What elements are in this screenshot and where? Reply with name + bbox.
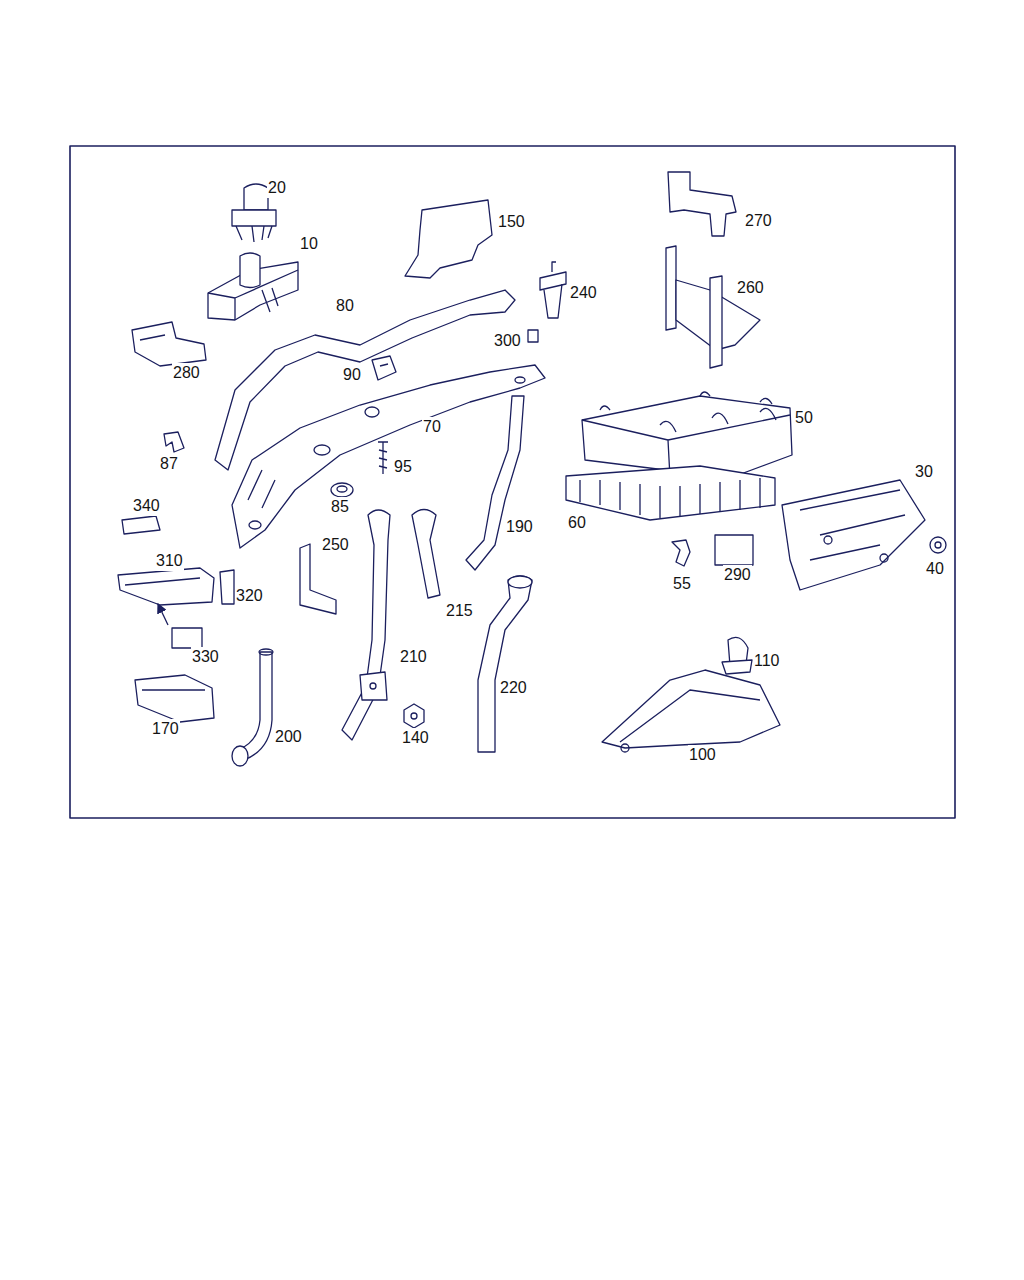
callout-number: 330 (191, 647, 220, 667)
callout-number: 85 (330, 497, 350, 517)
callout-number: 320 (235, 586, 264, 606)
screw (378, 442, 388, 474)
bracket (118, 568, 214, 605)
callout-number: 87 (159, 454, 179, 474)
callout-number: 215 (445, 601, 474, 621)
callout-number: 70 (422, 417, 442, 437)
callout-number: 200 (274, 727, 303, 747)
callout-number: 280 (172, 363, 201, 383)
callout-number: 290 (723, 565, 752, 585)
clip-nut (372, 356, 396, 380)
arrow (158, 604, 168, 625)
callout-number: 310 (155, 551, 184, 571)
callout-number: 55 (672, 574, 692, 594)
housing (782, 480, 925, 590)
filter-housing (582, 392, 792, 478)
callout-number: 60 (567, 513, 587, 533)
clip (122, 516, 160, 534)
callout-number: 20 (267, 178, 287, 198)
callout-number: 260 (736, 278, 765, 298)
grommet (331, 483, 353, 497)
nut (930, 537, 946, 553)
bracket (668, 172, 736, 236)
callout-number: 100 (688, 745, 717, 765)
sensor (208, 253, 298, 320)
hose (478, 576, 532, 752)
callout-number: 95 (393, 457, 413, 477)
callout-number: 40 (925, 559, 945, 579)
bracket (666, 246, 760, 368)
duct-part (405, 200, 492, 278)
hose (466, 396, 524, 570)
hose (412, 510, 440, 599)
pad (172, 628, 202, 648)
callout-number: 340 (132, 496, 161, 516)
callout-number: 270 (744, 211, 773, 231)
callout-number: 50 (794, 408, 814, 428)
clip (672, 540, 690, 566)
callout-number: 220 (499, 678, 528, 698)
callout-number: 210 (399, 647, 428, 667)
callout-number: 30 (914, 462, 934, 482)
frame (70, 146, 955, 818)
callout-number: 300 (493, 331, 522, 351)
callout-number: 240 (569, 283, 598, 303)
bracket (135, 675, 214, 722)
clip (540, 262, 566, 318)
callout-number: 90 (342, 365, 362, 385)
hose (232, 649, 273, 766)
callout-number: 250 (321, 535, 350, 555)
pad (715, 535, 753, 565)
filter-element (566, 466, 775, 520)
cover (602, 670, 780, 752)
callout-number: 80 (335, 296, 355, 316)
callout-number: 170 (151, 719, 180, 739)
callout-number: 140 (401, 728, 430, 748)
clip (220, 570, 234, 604)
callout-number: 110 (753, 651, 781, 671)
holder (132, 322, 206, 366)
callout-number: 10 (299, 234, 319, 254)
callout-number: 190 (505, 517, 534, 537)
clip (722, 637, 752, 674)
nut (404, 704, 424, 728)
callout-number: 150 (497, 212, 526, 232)
clip (164, 432, 184, 452)
clip (528, 330, 538, 342)
